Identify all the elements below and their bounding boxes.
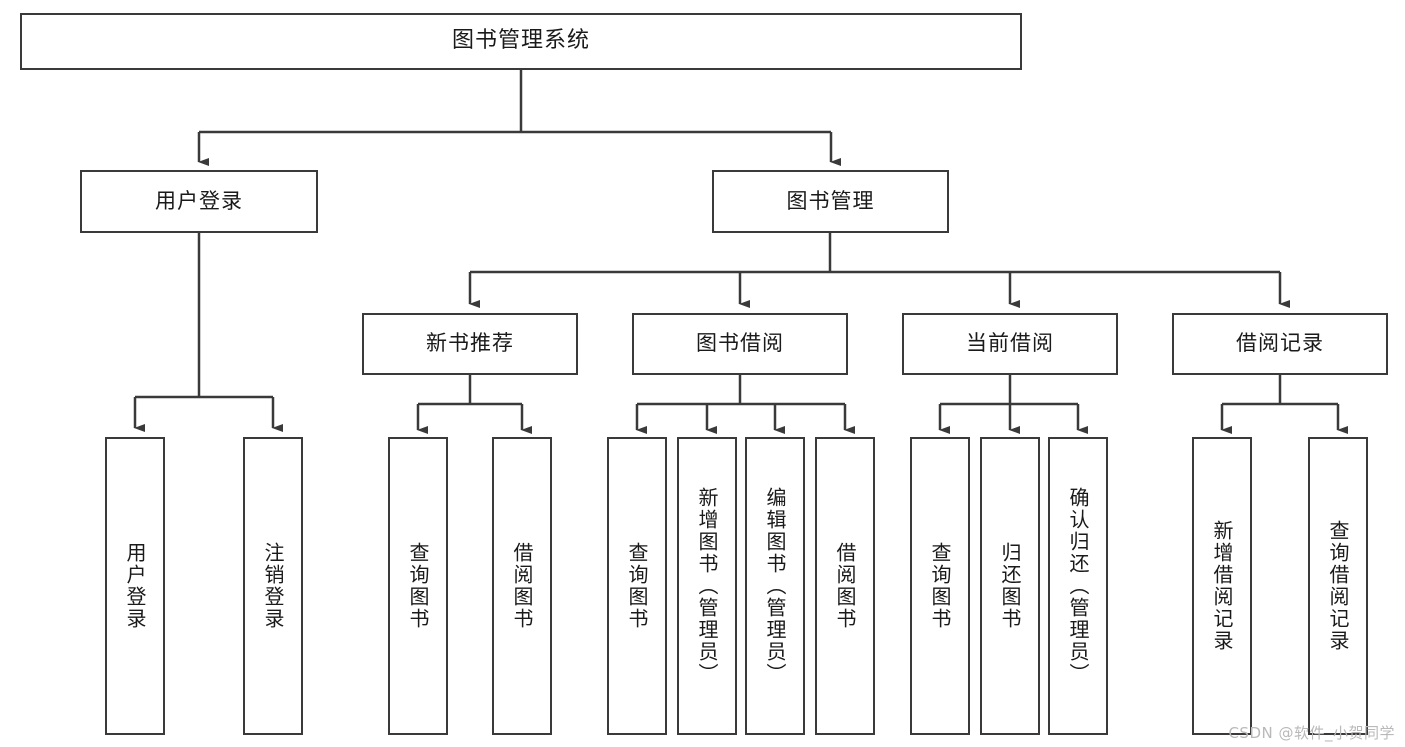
node-label: 用户登录 [123, 542, 147, 630]
node-label: 借阅记录 [1236, 331, 1324, 356]
node-label: 用户登录 [155, 188, 243, 213]
node-user-login[interactable]: 用户登录 [80, 170, 318, 233]
node-label: 查询图书 [928, 542, 952, 630]
node-root-system[interactable]: 图书管理系统 [20, 13, 1022, 70]
node-label: 编辑图书（管理员） [763, 487, 787, 685]
leaf-user-login-signout[interactable]: 注销登录 [243, 437, 303, 735]
leaf-recommend-query-book[interactable]: 查询图书 [388, 437, 448, 735]
node-label: 图书管理系统 [451, 28, 590, 54]
leaf-record-query-record[interactable]: 查询借阅记录 [1308, 437, 1368, 735]
node-borrow-record[interactable]: 借阅记录 [1172, 313, 1388, 375]
node-label: 借阅图书 [833, 542, 857, 630]
csdn-watermark: CSDN @软件_小贺同学 [1228, 724, 1395, 742]
node-label: 查询图书 [406, 542, 430, 630]
node-label: 新增借阅记录 [1210, 520, 1234, 652]
node-label: 图书借阅 [696, 331, 784, 356]
leaf-recommend-borrow-book[interactable]: 借阅图书 [492, 437, 552, 735]
leaf-record-add-record[interactable]: 新增借阅记录 [1192, 437, 1252, 735]
node-book-management[interactable]: 图书管理 [712, 170, 949, 233]
leaf-borrow-add-book-admin[interactable]: 新增图书（管理员） [677, 437, 737, 735]
node-label: 查询图书 [625, 542, 649, 630]
node-current-borrow[interactable]: 当前借阅 [902, 313, 1118, 375]
node-label: 借阅图书 [510, 542, 534, 630]
node-label: 注销登录 [261, 542, 285, 630]
leaf-borrow-edit-book-admin[interactable]: 编辑图书（管理员） [745, 437, 805, 735]
leaf-current-confirm-return-admin[interactable]: 确认归还（管理员） [1048, 437, 1108, 735]
node-label: 查询借阅记录 [1326, 520, 1350, 652]
leaf-current-query-book[interactable]: 查询图书 [910, 437, 970, 735]
node-label: 当前借阅 [966, 331, 1054, 356]
node-label: 归还图书 [998, 542, 1022, 630]
node-new-book-recommend[interactable]: 新书推荐 [362, 313, 578, 375]
leaf-user-login-signin[interactable]: 用户登录 [105, 437, 165, 735]
node-label: 新书推荐 [426, 331, 514, 356]
node-label: 图书管理 [786, 188, 875, 213]
node-book-borrow[interactable]: 图书借阅 [632, 313, 848, 375]
node-label: 确认归还（管理员） [1066, 487, 1090, 685]
node-label: 新增图书（管理员） [695, 487, 719, 685]
leaf-borrow-query-book[interactable]: 查询图书 [607, 437, 667, 735]
leaf-borrow-borrow-book[interactable]: 借阅图书 [815, 437, 875, 735]
leaf-current-return-book[interactable]: 归还图书 [980, 437, 1040, 735]
